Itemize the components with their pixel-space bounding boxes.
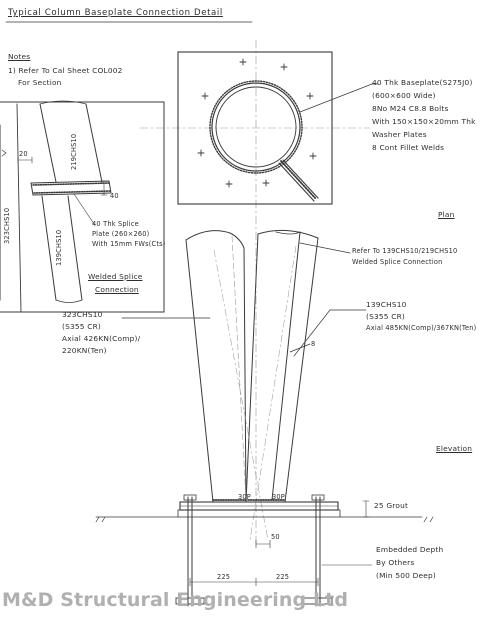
right-member-grade: (S355 CR): [366, 312, 406, 321]
dim-50: 50: [271, 533, 280, 541]
left-member-grade: (S355 CR): [62, 322, 102, 331]
right-member-size: 139CHS10: [366, 300, 407, 309]
plan-view-label: Plan: [438, 210, 455, 219]
weld-right-label: 30P: [272, 493, 285, 501]
baseplate-note-2: (600×600 Wide): [372, 91, 436, 100]
notes-heading: Notes: [8, 52, 31, 61]
left-member-tension: 220KN(Ten): [62, 346, 107, 355]
dim-225-right: 225: [276, 573, 290, 581]
left-member-axial: Axial 426KN(Comp)/: [62, 334, 141, 343]
notes-line-1: 1) Refer To Cal Sheet COL002: [8, 66, 123, 75]
splice-caption-line-2: Connection: [95, 285, 139, 294]
right-member-axial: Axial 485KN(Comp)/367KN(Ten): [366, 324, 477, 332]
dim-225-left: 225: [217, 573, 231, 581]
weld-size-label: 8: [311, 340, 316, 348]
splice-plate-note-3: With 15mm FWs(Cts): [92, 240, 166, 248]
splice-upper-member-label: 219CHS10: [70, 133, 78, 170]
baseplate-note-4: With 150×150×20mm Thk: [372, 117, 476, 126]
splice-caption-line-1: Welded Splice: [88, 272, 143, 281]
elevation-splice-ref-1: Refer To 139CHS10/219CHS10: [352, 247, 458, 255]
company-watermark: M&D Structural Engineering Ltd: [2, 589, 349, 611]
elevation-splice-ref-2: Welded Splice Connection: [352, 258, 443, 266]
splice-lower-member-label: 139CHS10: [55, 229, 63, 266]
baseplate-note-3: 8No M24 C8.8 Bolts: [372, 104, 449, 113]
splice-plate-note-2: Plate (260×260): [92, 230, 150, 238]
splice-left-member-label: 323CHS10: [3, 207, 11, 244]
elevation-view-label: Elevation: [436, 444, 473, 453]
splice-plate-note-1: 40 Thk Splice: [92, 220, 139, 228]
embed-note-1: Embedded Depth: [376, 545, 444, 554]
drawing-title: Typical Column Baseplate Connection Deta…: [8, 8, 223, 18]
notes-line-2: For Section: [18, 78, 62, 87]
grout-label: 25 Grout: [374, 501, 409, 510]
baseplate-note-1: 40 Thk Baseplate(S275J0): [372, 78, 473, 87]
left-member-size: 323CHS10: [62, 310, 103, 319]
weld-left-label: 30P: [238, 493, 251, 501]
baseplate-note-6: 8 Cont Fillet Welds: [372, 143, 445, 152]
embed-note-2: By Others: [376, 558, 415, 567]
embed-note-3: (Min 500 Deep): [376, 571, 436, 580]
baseplate-note-5: Washer Plates: [372, 130, 427, 139]
splice-dim-gap: 20: [19, 150, 28, 158]
splice-dim-plate: 40: [110, 192, 119, 200]
